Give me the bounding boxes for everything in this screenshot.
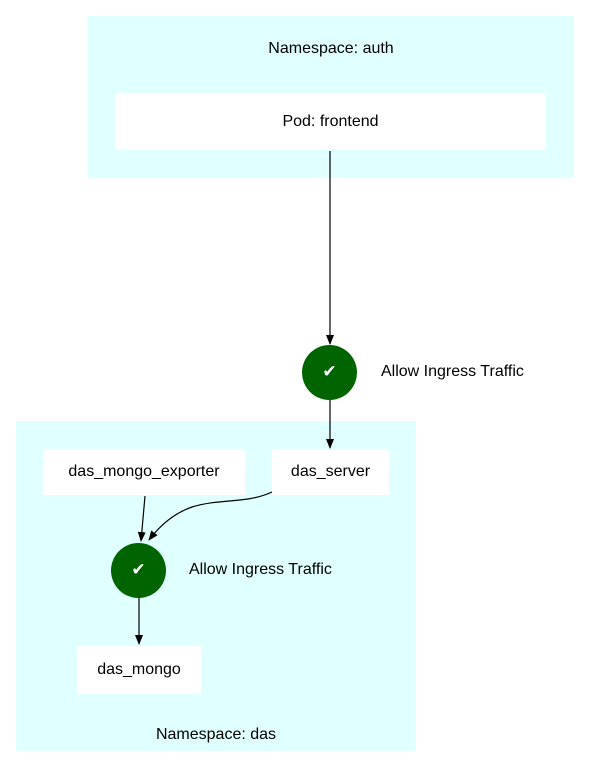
- pod-das-mongo-exporter-label: das_mongo_exporter: [68, 463, 220, 480]
- policy-ingress-das-server[interactable]: ✔: [302, 345, 357, 400]
- namespace-das: Namespace: das das_mongo_exporter das_se…: [16, 421, 416, 751]
- pod-das-server-label: das_server: [290, 463, 371, 480]
- namespace-das-label: Namespace: das: [155, 726, 277, 743]
- namespace-auth-label: Namespace: auth: [268, 40, 394, 57]
- policy-ingress-das-server-label: Allow Ingress Traffic: [381, 363, 524, 380]
- namespace-auth: Namespace: auth Pod: frontend: [88, 16, 574, 178]
- policy-ingress-das-mongo[interactable]: ✔: [111, 543, 166, 598]
- pod-frontend[interactable]: Pod: frontend: [115, 93, 546, 150]
- pod-das-mongo-exporter[interactable]: das_mongo_exporter: [43, 449, 245, 495]
- pod-frontend-label: Pod: frontend: [282, 112, 379, 130]
- check-icon: ✔: [322, 362, 337, 382]
- pod-das-mongo-label: das_mongo: [97, 661, 181, 678]
- pod-das-server[interactable]: das_server: [272, 449, 389, 495]
- policy-ingress-das-mongo-label: Allow Ingress Traffic: [189, 561, 332, 578]
- check-icon: ✔: [131, 560, 146, 580]
- pod-das-mongo[interactable]: das_mongo: [77, 646, 201, 694]
